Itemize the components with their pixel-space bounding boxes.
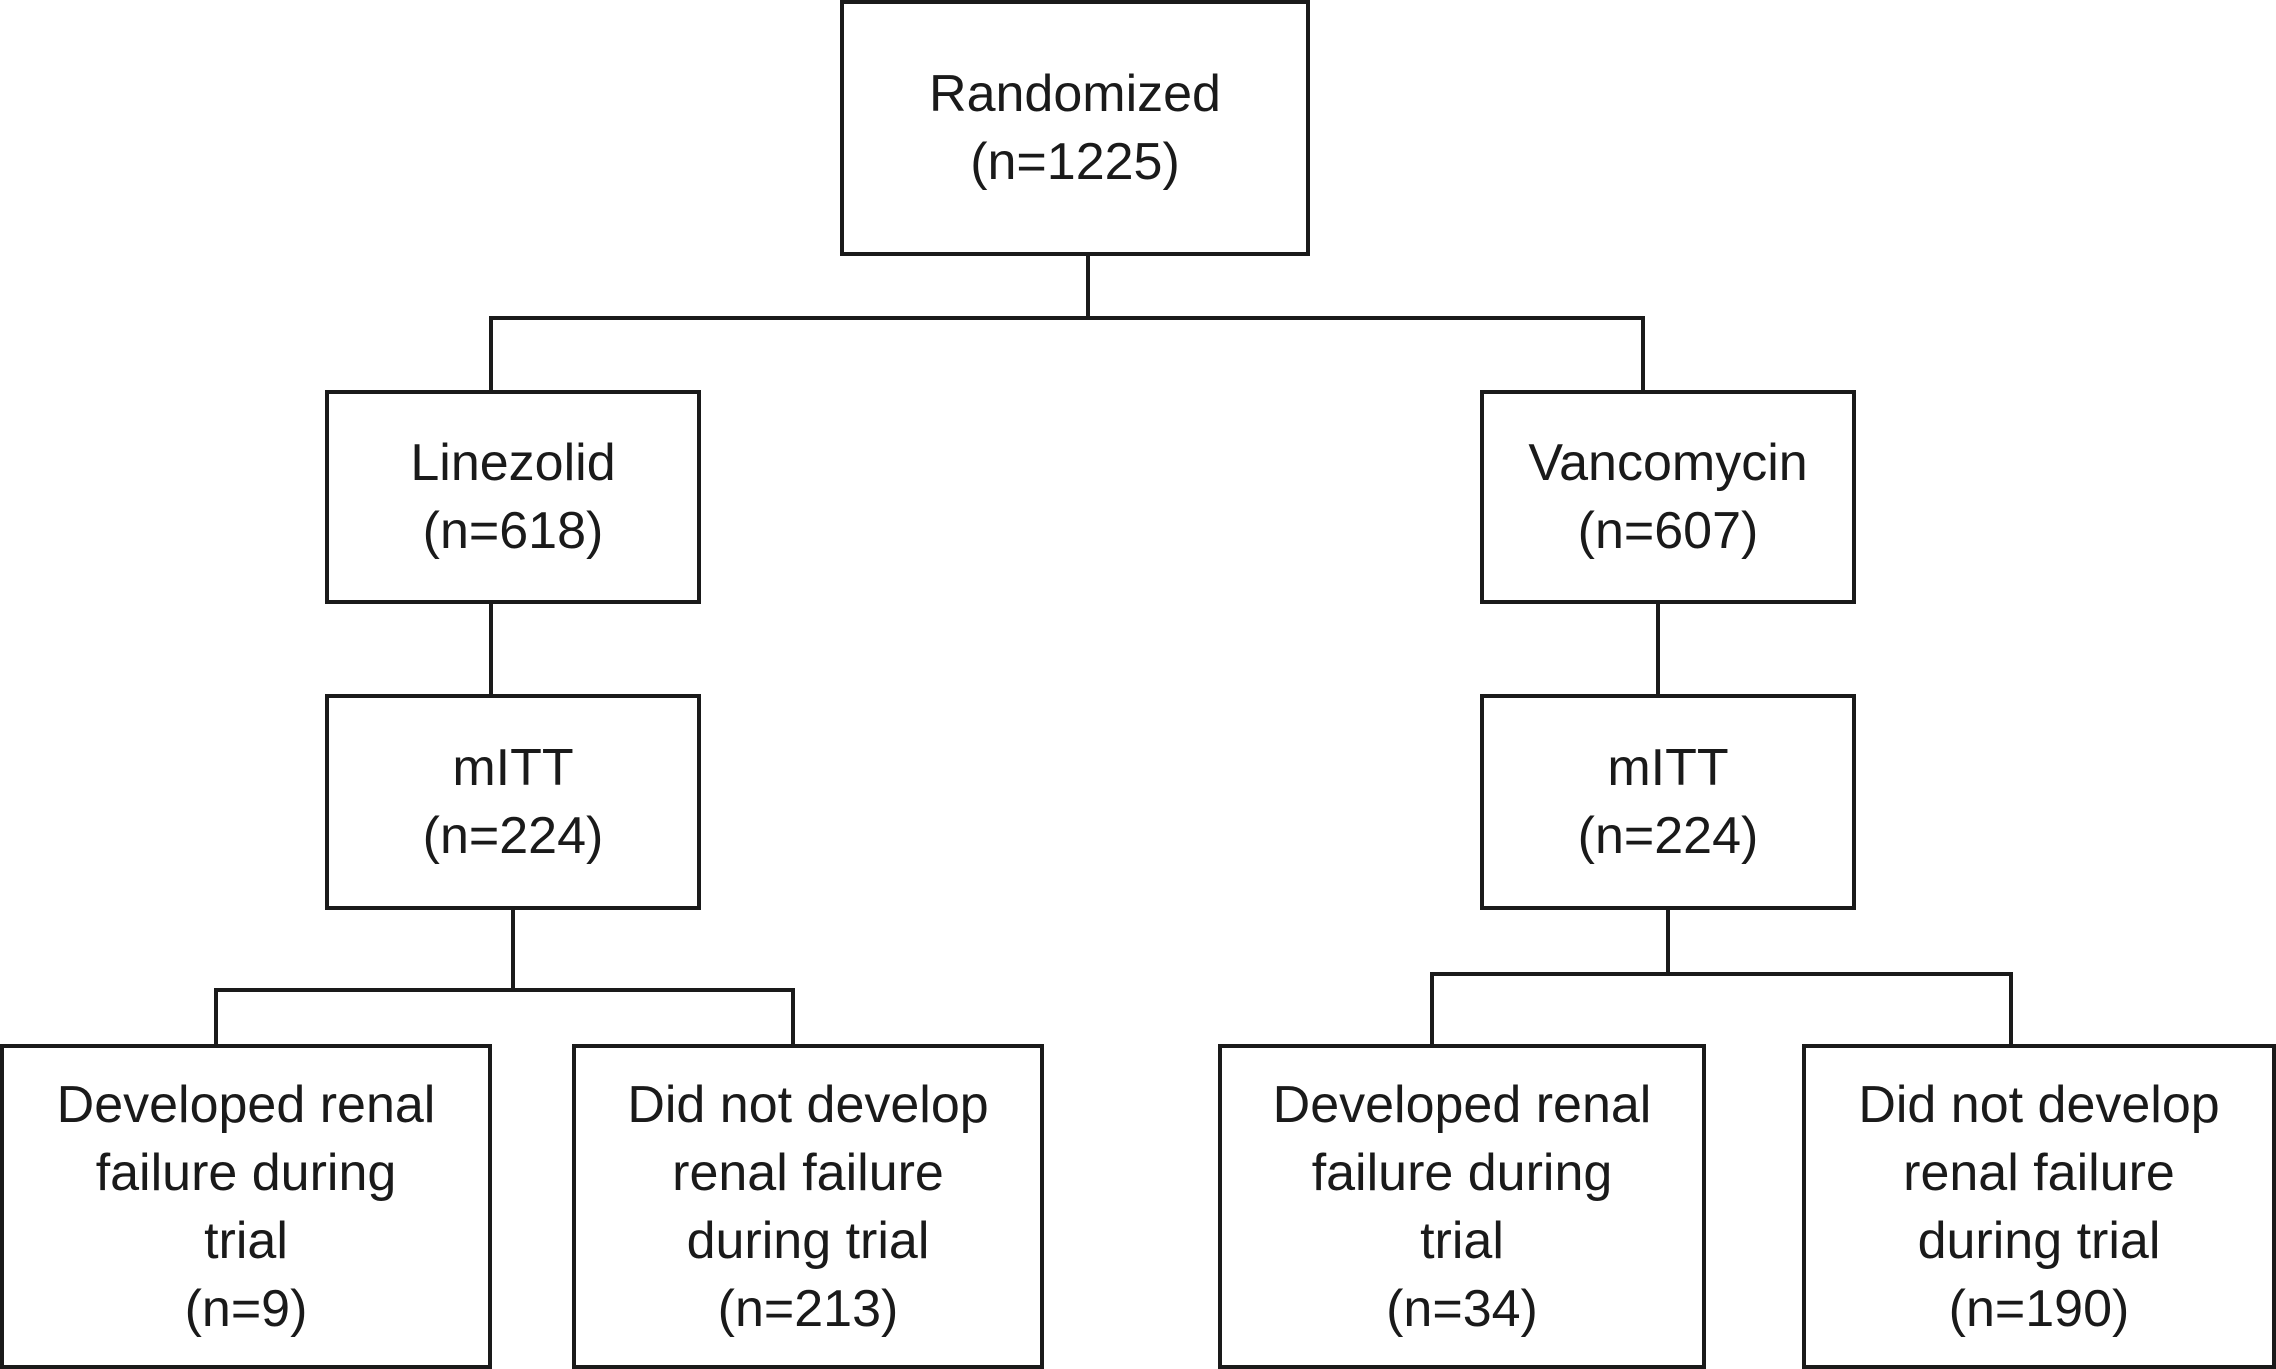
vancomycin-renal-count: (n=34) <box>1386 1279 1538 1338</box>
vancomycin-mitt-box: mITT (n=224) <box>1480 694 1856 910</box>
linezolid-renal-text-line: trial <box>204 1211 288 1270</box>
vancomycin-renal-text-line: trial <box>1420 1211 1504 1270</box>
linezolid-renal-text-line: failure during <box>95 1143 397 1202</box>
linezolid-mitt-label: mITT <box>452 739 574 797</box>
vancomycin-no-renal-failure-box: Did not develop renal failure during tri… <box>1802 1044 2276 1369</box>
linezolid-no-renal-text-line: during trial <box>686 1211 930 1270</box>
linezolid-renal-count: (n=9) <box>184 1279 308 1338</box>
linezolid-no-renal-failure-box: Did not develop renal failure during tri… <box>572 1044 1044 1369</box>
linezolid-mitt-box: mITT (n=224) <box>325 694 701 910</box>
vancomycin-no-renal-count: (n=190) <box>1948 1279 2130 1338</box>
randomized-count: (n=1225) <box>970 133 1180 191</box>
vancomycin-renal-text-line: failure during <box>1311 1143 1613 1202</box>
linezolid-label: Linezolid <box>410 434 616 492</box>
linezolid-box: Linezolid (n=618) <box>325 390 701 604</box>
vancomycin-count: (n=607) <box>1577 502 1759 560</box>
linezolid-no-renal-text-line: renal failure <box>672 1143 944 1202</box>
vancomycin-no-renal-text-line: during trial <box>1917 1211 2161 1270</box>
vancomycin-mitt-count: (n=224) <box>1577 807 1759 865</box>
linezolid-no-renal-count: (n=213) <box>717 1279 899 1338</box>
vancomycin-no-renal-text-line: renal failure <box>1903 1143 2175 1202</box>
linezolid-mitt-count: (n=224) <box>422 807 604 865</box>
linezolid-renal-failure-box: Developed renal failure during trial (n=… <box>0 1044 492 1369</box>
randomized-label: Randomized <box>929 65 1221 123</box>
randomized-box: Randomized (n=1225) <box>840 0 1310 256</box>
vancomycin-no-renal-text-line: Did not develop <box>1858 1075 2220 1134</box>
linezolid-no-renal-text-line: Did not develop <box>627 1075 989 1134</box>
vancomycin-renal-failure-box: Developed renal failure during trial (n=… <box>1218 1044 1706 1369</box>
linezolid-count: (n=618) <box>422 502 604 560</box>
vancomycin-box: Vancomycin (n=607) <box>1480 390 1856 604</box>
linezolid-renal-text-line: Developed renal <box>56 1075 436 1134</box>
vancomycin-renal-text-line: Developed renal <box>1272 1075 1652 1134</box>
vancomycin-mitt-label: mITT <box>1607 739 1729 797</box>
vancomycin-label: Vancomycin <box>1528 434 1808 492</box>
